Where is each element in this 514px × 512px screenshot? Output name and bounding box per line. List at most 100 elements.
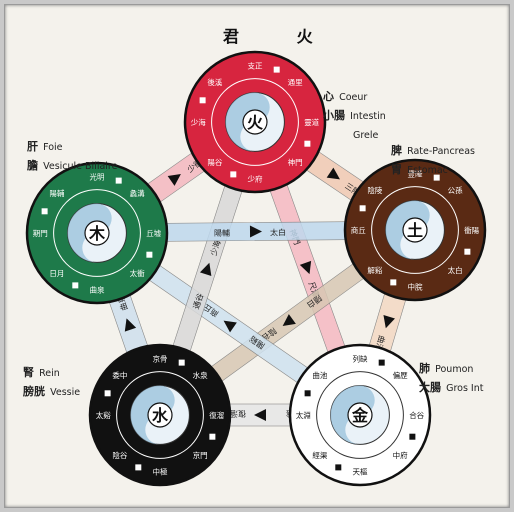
water-point-label: 中極 <box>153 467 168 477</box>
water-point-label: 京門 <box>193 450 208 460</box>
wood-point-label: 日月 <box>49 269 64 278</box>
earth-point-label: 豐隆 <box>408 168 423 178</box>
controlling-cycle-bands: 神門尺澤隱白陰谷陽谿商丘通谷少海陽輔太白 <box>125 158 387 399</box>
wood-point-label: 丘墟 <box>146 228 161 238</box>
metal-point-label: 太淵 <box>296 410 311 420</box>
water-glyph-disc <box>147 402 173 428</box>
earth-point-label: 太白 <box>448 265 463 275</box>
band-metal-water-label: 復溜 <box>230 409 246 419</box>
metal-point-label: 經渠 <box>312 450 327 460</box>
wood-point-label: 蠡溝 <box>130 188 145 198</box>
water-point-label: 委中 <box>112 370 127 380</box>
earth-glyph-disc <box>402 217 428 243</box>
band-wood-earth-label: 陽輔 <box>214 228 230 238</box>
diagram-title: 君 火 <box>223 27 339 46</box>
fire-marker-icon <box>273 66 280 73</box>
wood-ring <box>53 189 141 277</box>
band-water-wood-arrow-icon <box>124 318 137 332</box>
wood-point-label: 陽輔 <box>49 188 64 198</box>
wood-marker-icon <box>72 282 79 289</box>
band-earth-metal-arrow-icon <box>383 315 395 329</box>
water-organ-label: 腎 Rein 膀胱 Vessie <box>23 366 81 399</box>
fire-point-label: 神門 <box>288 157 303 167</box>
band-metal-water-arrow-icon <box>254 409 266 421</box>
wood-marker-icon <box>41 208 48 215</box>
band-water-fire-label: 少海 <box>208 239 222 257</box>
band-wood-fire-arrow-icon <box>167 174 181 186</box>
metal-marker-icon <box>378 359 385 366</box>
metal-point-label: 天樞 <box>353 467 368 477</box>
metal-point-label: 中府 <box>393 450 408 460</box>
band-wood-earth-label: 太白 <box>270 227 286 237</box>
earth-marker-icon <box>359 205 366 212</box>
band-fire-earth-arrow-icon <box>326 167 340 180</box>
metal-glyph-disc <box>347 402 373 428</box>
fire-point-label: 少府 <box>248 174 263 184</box>
element-circles: 火支正通里靈道神門少府陽谷少海後溪土豐隆公孫衝陽太白中脘解谿商丘陰陵金列缺偏歴合… <box>25 50 487 487</box>
band-wood-earth-arrow-icon <box>249 225 262 238</box>
fire-point-label: 靈道 <box>304 117 319 127</box>
earth-point-label: 衝陽 <box>464 225 479 235</box>
earth-point-label: 中脘 <box>408 282 423 292</box>
fire-glyph-disc <box>242 109 268 135</box>
five-elements-diagram: 陽谷三陰太淵曲池至陰復溜陰谷曲泉大敦少衝 神門尺澤隱白陰谷陽谿商丘通谷少海陽輔太… <box>25 50 487 487</box>
metal-organ-label: 肺 Poumon 大腸 Gros Int <box>419 362 484 395</box>
water-glyph: 水 <box>152 406 169 425</box>
wood-organ-label: 肝 Foie 膽 Vesicule Biliaire <box>27 140 118 173</box>
band-water-fire: 通谷 少海 <box>164 158 251 379</box>
metal-point-label: 合谷 <box>409 410 424 420</box>
earth-point-label: 公孫 <box>448 185 463 195</box>
wood-marker-icon <box>146 251 153 258</box>
band-water-fire-label: 通谷 <box>191 292 205 310</box>
fire-ring <box>211 78 299 166</box>
water-point-label: 復溜 <box>209 410 224 420</box>
water-marker-icon <box>209 433 216 440</box>
earth-point-label: 陰陵 <box>367 185 382 195</box>
earth-organ-label: 脾 Rate-Pancreas 胃 Estomac <box>391 144 475 177</box>
fire-point-label: 少海 <box>191 117 206 127</box>
earth-point-label: 商丘 <box>351 225 366 235</box>
band-earth-water-arrow-icon <box>282 314 296 327</box>
fire-marker-icon <box>230 171 237 178</box>
fire-point-label: 後溪 <box>207 77 222 87</box>
metal-point-label: 曲池 <box>312 370 327 380</box>
metal-marker-icon <box>409 433 416 440</box>
fire-organ-label: 心 Coeur 小腸 Intestin Grele <box>323 90 386 142</box>
band-fire-metal-arrow-icon <box>299 260 312 275</box>
diagram-frame: 君 火 陽谷三陰太淵曲池至陰復溜陰谷曲泉大敦少衝 神門尺澤隱白陰谷陽谿商丘通谷少… <box>4 4 510 508</box>
water-ring <box>116 371 204 459</box>
wood-glyph-disc <box>84 220 110 246</box>
water-marker-icon <box>135 464 142 471</box>
fire-point-label: 支正 <box>248 60 263 70</box>
earth-point-label: 解谿 <box>367 265 382 275</box>
earth-marker-icon <box>433 174 440 181</box>
wood-point-label: 期門 <box>33 229 48 238</box>
water-point-label: 太谿 <box>96 410 111 420</box>
fire-glyph: 火 <box>247 113 264 132</box>
earth-glyph: 土 <box>407 221 423 240</box>
band-wood-earth: 陽輔 太白 <box>138 221 374 242</box>
water-point-label: 陰谷 <box>112 450 127 460</box>
fire-marker-icon <box>199 97 206 104</box>
fire-point-label: 陽谷 <box>207 158 222 167</box>
fire-point-label: 通里 <box>288 77 303 87</box>
water-point-label: 京骨 <box>153 353 168 363</box>
wood-point-label: 曲泉 <box>90 285 105 295</box>
wood-point-label: 光明 <box>90 171 105 181</box>
water-marker-icon <box>104 390 111 397</box>
band-water-fire-arrow-icon <box>199 262 212 277</box>
wood-marker-icon <box>115 177 122 184</box>
metal-marker-icon <box>335 464 342 471</box>
earth-ring <box>371 186 459 274</box>
metal-glyph: 金 <box>351 406 369 425</box>
earth-marker-icon <box>390 279 397 286</box>
wood-glyph: 木 <box>88 224 106 243</box>
metal-ring <box>316 371 404 459</box>
earth-marker-icon <box>464 248 471 255</box>
fire-marker-icon <box>304 140 311 147</box>
metal-point-label: 偏歴 <box>393 370 408 380</box>
